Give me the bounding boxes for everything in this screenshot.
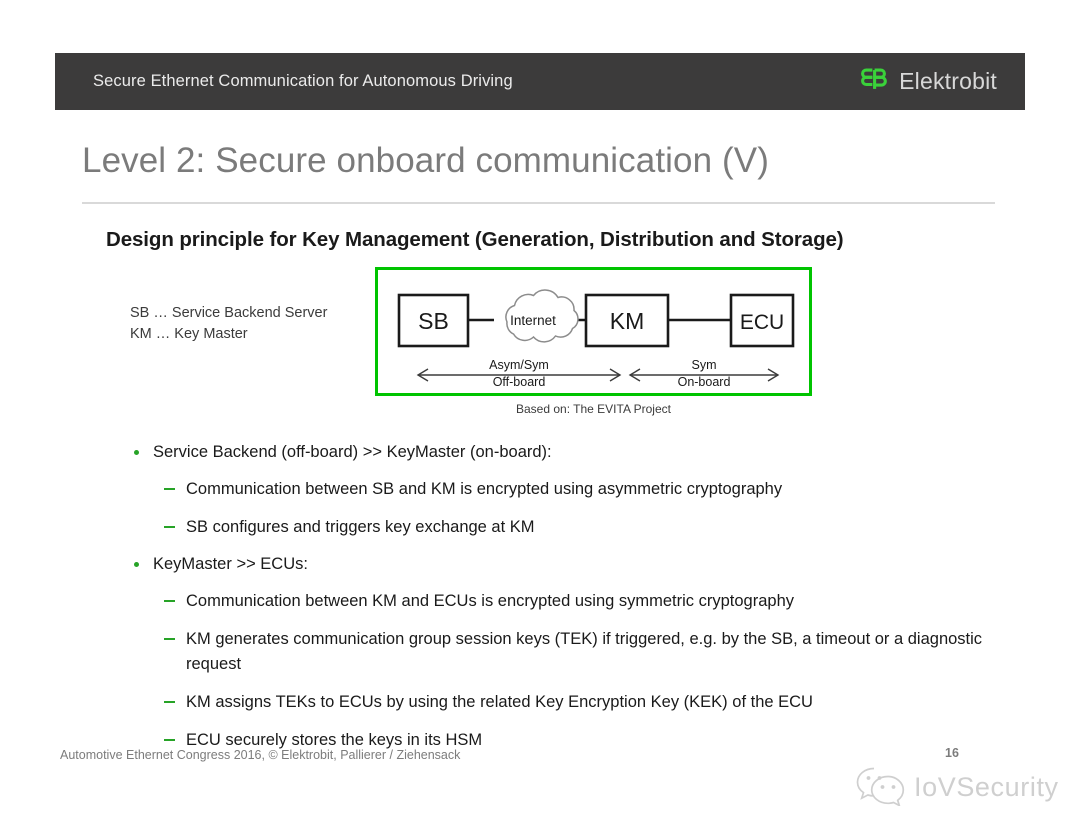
footer-note: Automotive Ethernet Congress 2016, © Ele… bbox=[60, 748, 461, 762]
bullet-level1: KeyMaster >> ECUs: bbox=[131, 553, 1011, 576]
title-divider bbox=[82, 202, 995, 204]
brand-name: Elektrobit bbox=[899, 68, 997, 94]
svg-text:Asym/Sym: Asym/Sym bbox=[489, 358, 549, 372]
eb-logo-icon bbox=[860, 67, 890, 97]
bullet-text: KeyMaster >> ECUs: bbox=[153, 555, 308, 573]
bullet-text: Communication between SB and KM is encry… bbox=[186, 480, 783, 498]
diagram-node-ecu: ECU bbox=[729, 293, 795, 348]
bullet-level2: Communication between SB and KM is encry… bbox=[131, 477, 1011, 502]
bullet-marker-dash-icon bbox=[164, 701, 175, 703]
svg-text:KM: KM bbox=[610, 308, 645, 334]
bullet-text: SB configures and triggers key exchange … bbox=[186, 518, 535, 536]
diagram-node-km: KM bbox=[584, 293, 670, 348]
bullet-level2: SB configures and triggers key exchange … bbox=[131, 515, 1011, 540]
legend-line: KM … Key Master bbox=[130, 326, 248, 342]
bullet-level2: ECU securely stores the keys in its HSM bbox=[131, 728, 1011, 753]
legend-line: SB … Service Backend Server bbox=[130, 305, 328, 321]
svg-text:Off-board: Off-board bbox=[493, 375, 546, 389]
bullet-marker-dot-icon bbox=[134, 562, 139, 567]
diagram-node-internet: Internet bbox=[505, 289, 579, 343]
bullet-text: KM generates communication group session… bbox=[186, 630, 983, 673]
bullet-marker-dash-icon bbox=[164, 600, 175, 602]
diagram-node-sb: SB bbox=[397, 293, 470, 348]
page-title: Level 2: Secure onboard communication (V… bbox=[82, 141, 769, 180]
bullet-marker-dash-icon bbox=[164, 739, 175, 741]
section-subtitle: Design principle for Key Management (Gen… bbox=[106, 228, 844, 251]
watermark: IoVSecurity bbox=[855, 764, 1059, 811]
diagram-caption: Based on: The EVITA Project bbox=[516, 402, 671, 416]
bullet-marker-dash-icon bbox=[164, 488, 175, 490]
svg-text:On-board: On-board bbox=[678, 375, 731, 389]
key-management-diagram: SB Internet KM ECU Asym/Sym bbox=[375, 267, 812, 396]
bullet-marker-dash-icon bbox=[164, 526, 175, 528]
bullet-level2: KM generates communication group session… bbox=[131, 627, 1011, 677]
abbreviation-legend: SB … Service Backend Server KM … Key Mas… bbox=[130, 303, 327, 345]
svg-text:SB: SB bbox=[418, 308, 449, 334]
header-bar: Secure Ethernet Communication for Autono… bbox=[55, 53, 1025, 110]
bullet-text: Communication between KM and ECUs is enc… bbox=[186, 592, 795, 610]
bullet-level1: Service Backend (off-board) >> KeyMaster… bbox=[131, 441, 1011, 464]
page-number: 16 bbox=[945, 746, 959, 760]
svg-text:ECU: ECU bbox=[740, 311, 784, 334]
bullet-text: Service Backend (off-board) >> KeyMaster… bbox=[153, 443, 552, 461]
svg-text:Internet: Internet bbox=[510, 313, 556, 328]
watermark-text: IoVSecurity bbox=[914, 772, 1059, 802]
bullet-marker-dot-icon bbox=[134, 450, 139, 455]
svg-text:Sym: Sym bbox=[692, 358, 717, 372]
bullet-text: ECU securely stores the keys in its HSM bbox=[186, 731, 483, 749]
bullet-marker-dash-icon bbox=[164, 638, 175, 640]
bullet-text: KM assigns TEKs to ECUs by using the rel… bbox=[186, 693, 813, 711]
bullet-level2: Communication between KM and ECUs is enc… bbox=[131, 589, 1011, 614]
bullet-level2: KM assigns TEKs to ECUs by using the rel… bbox=[131, 690, 1011, 715]
wechat-icon bbox=[855, 764, 907, 811]
bullet-list: Service Backend (off-board) >> KeyMaster… bbox=[131, 441, 1011, 766]
header-title: Secure Ethernet Communication for Autono… bbox=[93, 72, 513, 90]
brand-lockup: Elektrobit bbox=[860, 67, 997, 97]
